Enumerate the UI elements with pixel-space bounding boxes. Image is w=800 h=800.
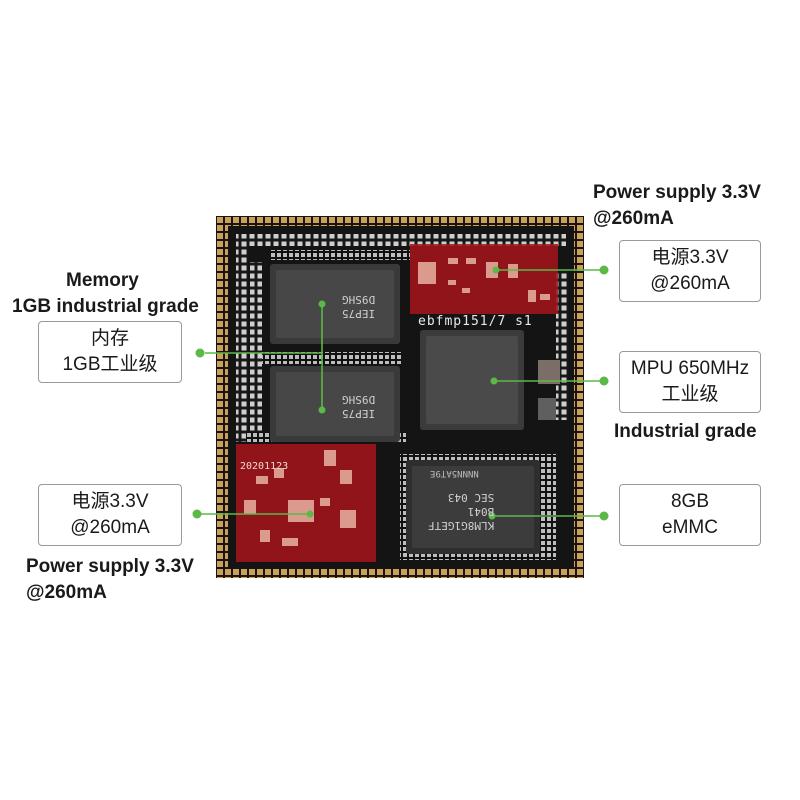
passive-components-bottom: [244, 450, 356, 546]
upper-pad-row: [270, 250, 410, 260]
power-bottom-label-box: 电源3.3V @260mA: [38, 484, 182, 546]
connector-dots: [192, 265, 609, 521]
emmc-box-line1: 8GB: [670, 491, 710, 512]
power-bottom-box-line1: 电源3.3V: [71, 491, 149, 512]
emmc-chip-marking: KLM8G1GETF B041 SEC 043: [428, 491, 495, 532]
middle-pad-row: [262, 352, 402, 364]
mpu-label-box: MPU 650MHz 工业级: [619, 351, 761, 413]
emmc-label-box: 8GB eMMC: [619, 484, 761, 546]
memory-box-line1: 内存: [90, 328, 129, 349]
memory-heading-line1: Memory: [66, 270, 139, 291]
memory-label-box: 内存 1GB工业级: [38, 321, 182, 383]
silkscreen-label: ebfmp151/7 s1: [418, 314, 533, 329]
memory-box-line2: 1GB工业级: [62, 354, 158, 375]
mpu-box-line2: 工业级: [661, 384, 719, 405]
crystal: [538, 360, 560, 384]
emmc-box-line2: eMMC: [662, 517, 718, 538]
power-bottom-footer-line1: Power supply 3.3V: [26, 556, 194, 577]
power-top-box-line2: @260mA: [650, 273, 730, 294]
power-bottom-footer-line2: @260mA: [26, 582, 107, 603]
ram-chip-top-marking: IEP75 D9SHG: [342, 293, 376, 320]
date-code: 20201123: [240, 461, 289, 472]
power-bottom-box-line2: @260mA: [70, 517, 150, 538]
power-top-label-box: 电源3.3V @260mA: [619, 240, 761, 302]
top-pad-row: [236, 234, 566, 246]
left-pad-column-2: [250, 262, 262, 442]
ram-chip-bottom-marking: IEP75 D9SHG: [342, 393, 376, 420]
memory-heading-line2: 1GB industrial grade: [12, 296, 199, 317]
power-top-box-line1: 电源3.3V: [651, 247, 729, 268]
emmc-chip-top-marking: NNNN5AT9E: [430, 468, 479, 478]
left-pad-column: [236, 246, 248, 442]
passive-components-top: [418, 258, 550, 302]
connector-lines: [197, 269, 604, 517]
mpu-box-line1: MPU 650MHz: [630, 358, 750, 379]
power-top-heading-line1: Power supply 3.3V: [593, 182, 761, 203]
mpu-footer: Industrial grade: [614, 421, 757, 442]
power-top-heading-line2: @260mA: [593, 208, 674, 229]
